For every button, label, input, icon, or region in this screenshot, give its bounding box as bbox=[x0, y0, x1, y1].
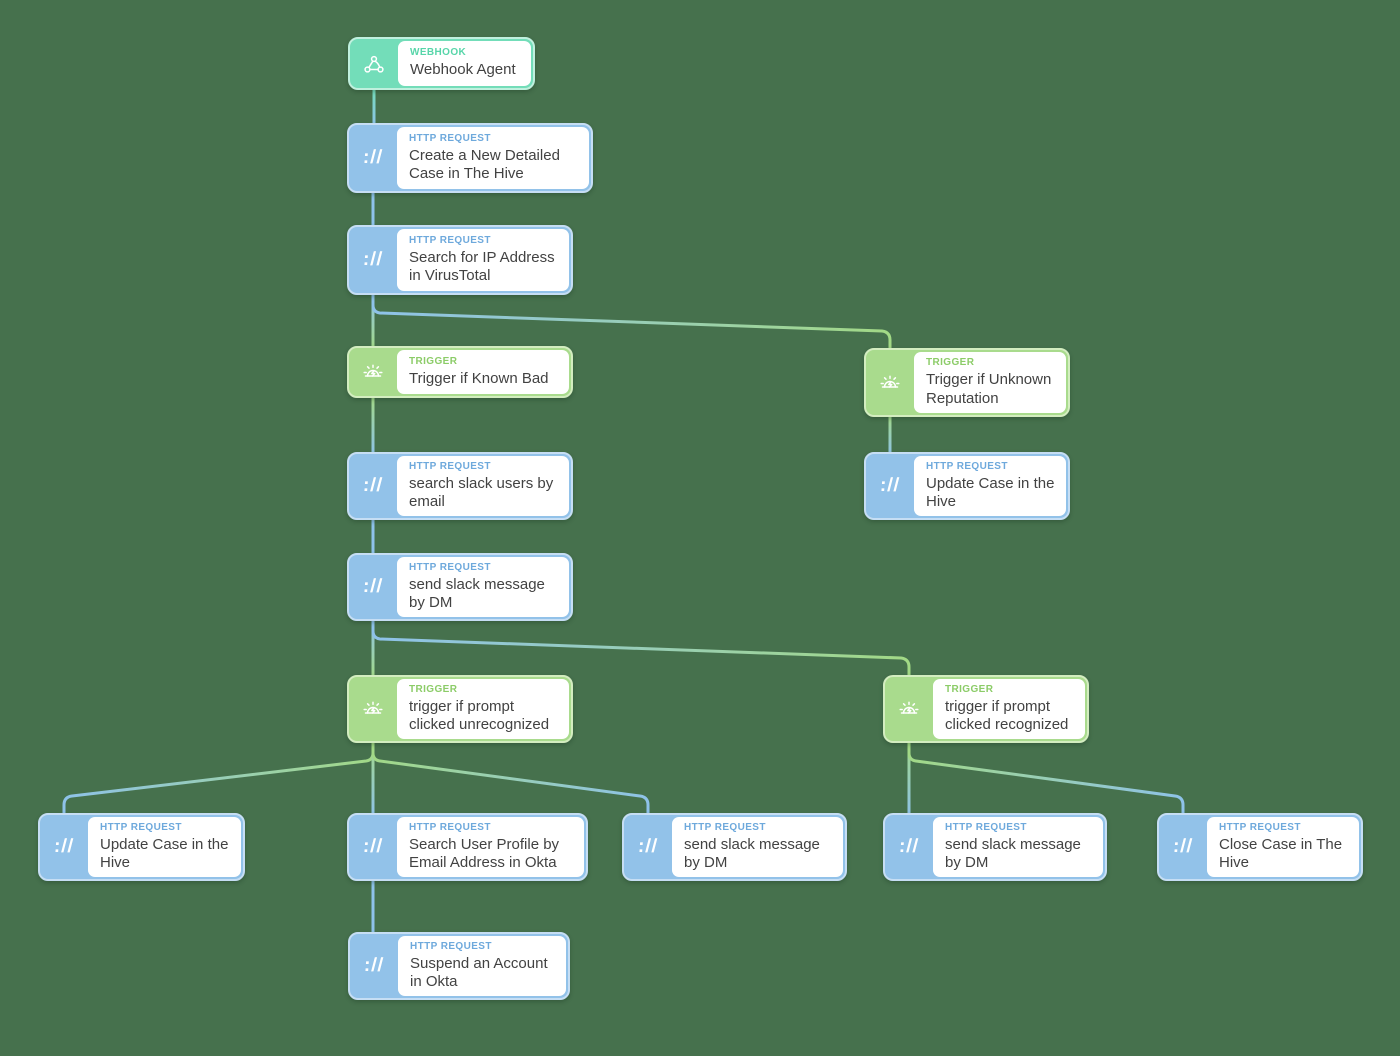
http-icon: :// bbox=[624, 815, 672, 879]
node-type-label: WEBHOOK bbox=[410, 47, 467, 59]
siren-icon bbox=[349, 348, 397, 396]
node-title: Update Case in the Hive bbox=[926, 474, 1055, 510]
siren-icon bbox=[866, 350, 914, 415]
node-body: HTTP REQUEST Search User Profile by Email… bbox=[397, 817, 584, 877]
http-icon: :// bbox=[40, 815, 88, 879]
edge-search_ip-to-trigger_unknown bbox=[371, 291, 892, 354]
http-icon: :// bbox=[349, 815, 397, 879]
node-type-label: HTTP REQUEST bbox=[945, 821, 1027, 833]
workflow-node-create_case[interactable]: :// HTTP REQUEST Create a New Detailed Cas… bbox=[347, 123, 593, 193]
node-title: Trigger if Unknown Reputation bbox=[926, 371, 1052, 407]
node-body: TRIGGER Trigger if Known Bad bbox=[397, 350, 569, 394]
node-body: HTTP REQUEST Create a New Detailed Case i… bbox=[397, 127, 589, 189]
siren-icon bbox=[349, 677, 397, 741]
node-title: Search for IP Address in VirusTotal bbox=[409, 248, 555, 284]
node-title: trigger if prompt clicked recognized bbox=[945, 697, 1069, 733]
node-title: Webhook Agent bbox=[410, 61, 516, 79]
node-type-label: HTTP REQUEST bbox=[100, 821, 182, 833]
webhook-icon bbox=[350, 39, 398, 88]
node-title: Suspend an Account in Okta bbox=[410, 954, 548, 990]
edge-send_dm_mid-to-trigger_recognized bbox=[371, 617, 911, 681]
node-title: Update Case in the Hive bbox=[100, 835, 229, 871]
edge-trigger_unrecognized-to-send_dm_left bbox=[371, 739, 650, 819]
http-glyph: :// bbox=[879, 475, 901, 496]
http-icon: :// bbox=[866, 454, 914, 518]
workflow-node-search_user_profile[interactable]: :// HTTP REQUEST Search User Profile by Em… bbox=[347, 813, 588, 881]
node-type-label: HTTP REQUEST bbox=[684, 821, 766, 833]
node-body: TRIGGER trigger if prompt clicked unrecog… bbox=[397, 679, 569, 739]
http-glyph: :// bbox=[898, 836, 920, 857]
node-body: WEBHOOK Webhook Agent bbox=[398, 41, 531, 86]
node-title: send slack message by DM bbox=[684, 835, 820, 871]
node-title: Search User Profile by Email Address in … bbox=[409, 835, 560, 871]
http-glyph: :// bbox=[363, 955, 385, 976]
node-body: HTTP REQUEST Update Case in the Hive bbox=[914, 456, 1066, 516]
siren-icon bbox=[885, 677, 933, 741]
node-type-label: HTTP REQUEST bbox=[409, 821, 491, 833]
workflow-node-trigger_recognized[interactable]: TRIGGER trigger if prompt clicked recogni… bbox=[883, 675, 1089, 743]
node-body: HTTP REQUEST Close Case in The Hive bbox=[1207, 817, 1359, 877]
node-title: send slack message by DM bbox=[945, 835, 1081, 871]
workflow-node-webhook_agent[interactable]: WEBHOOK Webhook Agent bbox=[348, 37, 535, 90]
node-type-label: TRIGGER bbox=[945, 683, 994, 695]
workflow-node-search_slack_users[interactable]: :// HTTP REQUEST search slack users by ema… bbox=[347, 452, 573, 520]
workflow-node-close_case[interactable]: :// HTTP REQUEST Close Case in The Hive bbox=[1157, 813, 1363, 881]
node-type-label: HTTP REQUEST bbox=[410, 940, 492, 952]
node-body: HTTP REQUEST send slack message by DM bbox=[397, 557, 569, 617]
node-body: HTTP REQUEST search slack users by email bbox=[397, 456, 569, 516]
node-type-label: HTTP REQUEST bbox=[409, 234, 491, 246]
workflow-node-update_case_mid[interactable]: :// HTTP REQUEST Update Case in the Hive bbox=[864, 452, 1070, 520]
workflow-node-send_dm_left[interactable]: :// HTTP REQUEST send slack message by DM bbox=[622, 813, 847, 881]
http-glyph: :// bbox=[362, 836, 384, 857]
workflow-node-search_ip[interactable]: :// HTTP REQUEST Search for IP Address in … bbox=[347, 225, 573, 295]
http-glyph: :// bbox=[637, 836, 659, 857]
node-title: Close Case in The Hive bbox=[1219, 835, 1343, 871]
workflow-node-suspend_account[interactable]: :// HTTP REQUEST Suspend an Account in Okt… bbox=[348, 932, 570, 1000]
workflow-node-send_dm_mid[interactable]: :// HTTP REQUEST send slack message by DM bbox=[347, 553, 573, 621]
http-glyph: :// bbox=[53, 836, 75, 857]
http-icon: :// bbox=[349, 125, 397, 191]
http-icon: :// bbox=[885, 815, 933, 879]
node-body: TRIGGER Trigger if Unknown Reputation bbox=[914, 352, 1066, 413]
node-type-label: HTTP REQUEST bbox=[409, 132, 491, 144]
node-body: HTTP REQUEST send slack message by DM bbox=[933, 817, 1103, 877]
node-body: HTTP REQUEST Update Case in the Hive bbox=[88, 817, 241, 877]
http-glyph: :// bbox=[362, 475, 384, 496]
node-title: trigger if prompt clicked unrecognized bbox=[409, 697, 550, 733]
http-icon: :// bbox=[349, 227, 397, 293]
edges bbox=[62, 86, 1185, 938]
node-type-label: HTTP REQUEST bbox=[409, 460, 491, 472]
http-icon: :// bbox=[1159, 815, 1207, 879]
http-glyph: :// bbox=[362, 147, 384, 168]
node-type-label: TRIGGER bbox=[409, 355, 458, 367]
node-type-label: HTTP REQUEST bbox=[409, 561, 491, 573]
workflow-node-trigger_unknown[interactable]: TRIGGER Trigger if Unknown Reputation bbox=[864, 348, 1070, 417]
http-icon: :// bbox=[349, 454, 397, 518]
node-type-label: HTTP REQUEST bbox=[1219, 821, 1301, 833]
node-title: Trigger if Known Bad bbox=[409, 369, 549, 387]
node-type-label: TRIGGER bbox=[926, 357, 975, 369]
workflow-node-update_case_bottom[interactable]: :// HTTP REQUEST Update Case in the Hive bbox=[38, 813, 245, 881]
node-body: TRIGGER trigger if prompt clicked recogni… bbox=[933, 679, 1085, 739]
workflow-node-trigger_unrecognized[interactable]: TRIGGER trigger if prompt clicked unrecog… bbox=[347, 675, 573, 743]
http-glyph: :// bbox=[362, 249, 384, 270]
node-body: HTTP REQUEST Search for IP Address in Vir… bbox=[397, 229, 569, 291]
edge-trigger_recognized-to-close_case bbox=[907, 739, 1185, 819]
node-title: search slack users by email bbox=[409, 474, 554, 510]
workflow-node-send_dm_right[interactable]: :// HTTP REQUEST send slack message by DM bbox=[883, 813, 1107, 881]
node-type-label: TRIGGER bbox=[409, 683, 458, 695]
workflow-node-trigger_known_bad[interactable]: TRIGGER Trigger if Known Bad bbox=[347, 346, 573, 398]
http-glyph: :// bbox=[362, 576, 384, 597]
node-body: HTTP REQUEST Suspend an Account in Okta bbox=[398, 936, 566, 996]
node-title: Create a New Detailed Case in The Hive bbox=[409, 146, 560, 182]
node-title: send slack message by DM bbox=[409, 575, 545, 611]
node-body: HTTP REQUEST send slack message by DM bbox=[672, 817, 843, 877]
http-glyph: :// bbox=[1172, 836, 1194, 857]
http-icon: :// bbox=[350, 934, 398, 998]
node-type-label: HTTP REQUEST bbox=[926, 460, 1008, 472]
http-icon: :// bbox=[349, 555, 397, 619]
